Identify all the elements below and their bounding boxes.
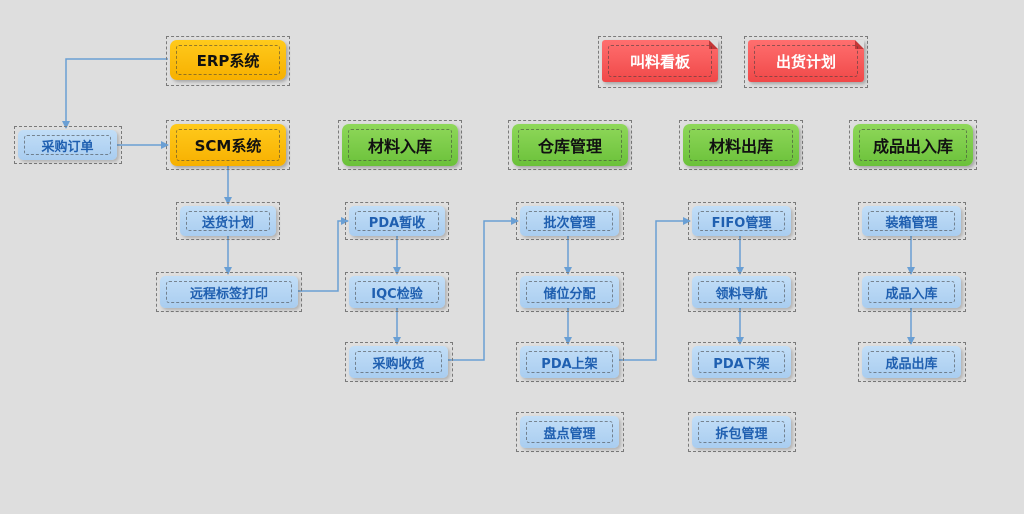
connector-label-to-pda-receive [298,217,349,292]
delivery-plan-frame [176,202,280,240]
scm-system-box[interactable]: SCM系统 [170,124,286,166]
delivery-plan-label: 送货计划 [201,215,254,231]
pda-unshelve-label: PDA下架 [713,356,770,372]
call-board-frame [598,36,722,88]
pda-temp-receive-box[interactable]: PDA暂收 [349,206,445,236]
call-board-note[interactable]: 叫料看板 [602,40,718,82]
purchase-order-frame [14,126,122,164]
connector-erp-to-order [62,58,168,129]
unpack-mgmt-frame [688,412,796,452]
connector-receipt-to-batch [448,217,519,361]
remote-label-print-frame [156,272,302,312]
remote-label-print-box[interactable]: 远程标签打印 [160,276,298,308]
purchase-receipt-box[interactable]: 采购收货 [349,346,448,378]
connector-shelve-to-fifo [618,217,691,361]
pda-temp-receive-frame [345,202,449,240]
fg-outbound-frame [858,342,966,382]
unpack-mgmt-box[interactable]: 拆包管理 [692,416,791,448]
pda-temp-receive-label: PDA暂收 [368,215,426,231]
remote-label-print-label: 远程标签打印 [189,286,268,302]
picking-nav-box[interactable]: 领料导航 [692,276,791,308]
batch-mgmt-frame [516,202,624,240]
erp-system-label: ERP系统 [196,51,260,70]
material-outbound-label: 材料出库 [708,137,773,156]
fifo-mgmt-frame [688,202,796,240]
packing-mgmt-box[interactable]: 装箱管理 [862,206,961,236]
fg-inbound-box[interactable]: 成品入库 [862,276,961,308]
pda-shelve-label: PDA上架 [541,356,598,372]
fg-in-out-label: 成品出入库 [872,137,953,156]
erp-system-box[interactable]: ERP系统 [170,40,286,80]
fifo-mgmt-box[interactable]: FIFO管理 [692,206,791,236]
picking-nav-label: 领料导航 [715,286,768,302]
material-inbound-frame [338,120,462,170]
note-fold-corner [709,40,718,49]
call-board-label: 叫料看板 [629,52,690,71]
scm-system-label: SCM系统 [194,136,262,155]
shipping-plan-label: 出货计划 [775,52,836,71]
pda-shelve-box[interactable]: PDA上架 [520,346,619,378]
location-alloc-frame [516,272,624,312]
pda-unshelve-frame [688,342,796,382]
material-outbound-header[interactable]: 材料出库 [683,124,799,166]
iqc-inspection-frame [345,272,449,312]
fg-outbound-box[interactable]: 成品出库 [862,346,961,378]
warehouse-mgmt-label: 仓库管理 [537,137,602,156]
purchase-order-box[interactable]: 采购订单 [18,130,117,160]
inventory-count-box[interactable]: 盘点管理 [520,416,619,448]
purchase-receipt-frame [345,342,453,382]
fg-inbound-frame [858,272,966,312]
picking-nav-frame [688,272,796,312]
material-inbound-label: 材料入库 [367,137,432,156]
pda-shelve-frame [516,342,624,382]
iqc-inspection-box[interactable]: IQC检验 [349,276,445,308]
batch-mgmt-box[interactable]: 批次管理 [520,206,619,236]
packing-mgmt-label: 装箱管理 [885,215,938,231]
packing-mgmt-frame [858,202,966,240]
delivery-plan-box[interactable]: 送货计划 [180,206,276,236]
scm-frame [166,120,290,170]
fg-inbound-label: 成品入库 [885,286,938,302]
note-fold-corner [855,40,864,49]
iqc-inspection-label: IQC检验 [371,286,423,302]
location-alloc-label: 储位分配 [543,286,596,302]
unpack-mgmt-label: 拆包管理 [715,426,768,442]
fg-outbound-label: 成品出库 [885,356,938,372]
warehouse-mgmt-header[interactable]: 仓库管理 [512,124,628,166]
fg-in-out-frame [849,120,977,170]
erp-frame [166,36,290,86]
pda-unshelve-box[interactable]: PDA下架 [692,346,791,378]
purchase-order-label: 采购订单 [41,139,94,155]
shipping-plan-frame [744,36,868,88]
purchase-receipt-label: 采购收货 [372,356,425,372]
batch-mgmt-label: 批次管理 [543,215,596,231]
inventory-count-label: 盘点管理 [543,426,596,442]
material-outbound-frame [679,120,803,170]
material-inbound-header[interactable]: 材料入库 [342,124,458,166]
warehouse-mgmt-frame [508,120,632,170]
fg-in-out-header[interactable]: 成品出入库 [853,124,973,166]
inventory-count-frame [516,412,624,452]
shipping-plan-note[interactable]: 出货计划 [748,40,864,82]
fifo-mgmt-label: FIFO管理 [711,215,772,231]
location-alloc-box[interactable]: 储位分配 [520,276,619,308]
